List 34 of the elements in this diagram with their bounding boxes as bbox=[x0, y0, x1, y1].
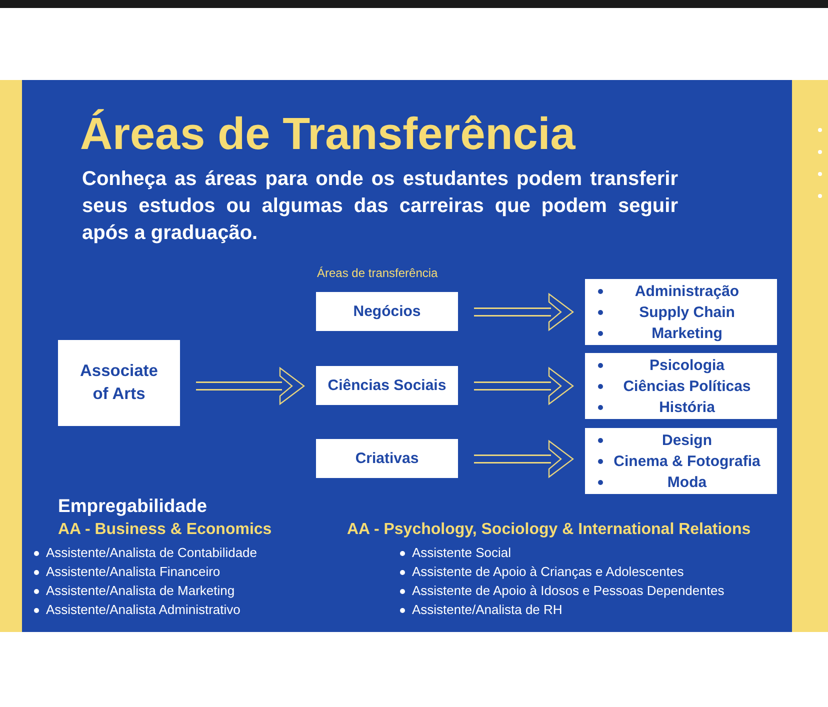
section-heading: Empregabilidade bbox=[58, 495, 208, 517]
list-item: Moda bbox=[666, 474, 708, 490]
subtitle: Conheça as áreas para onde os estudantes podem transferir seus estudos ou algumas das carreiras que podem seguir após a graduação. bbox=[82, 167, 678, 246]
process-box bbox=[316, 366, 458, 405]
node-label: Associate of Arts bbox=[79, 361, 159, 405]
list-item: Cinema & Fotografia bbox=[612, 452, 762, 470]
list-item: Assistente Social bbox=[412, 545, 511, 560]
list-item: Psicologia bbox=[648, 356, 726, 374]
process-box bbox=[316, 292, 458, 331]
column-heading: AA - Business & Economics bbox=[58, 521, 272, 539]
list-item: Assistente/Analista Financeiro bbox=[46, 564, 220, 579]
list-item: Ciências Políticas bbox=[622, 378, 752, 394]
node-label: Negócios bbox=[353, 303, 421, 320]
list-box bbox=[585, 279, 777, 345]
list-item: Supply Chain bbox=[638, 304, 736, 320]
list-item: Marketing bbox=[650, 324, 724, 342]
node-label: Ciências Sociais bbox=[328, 377, 446, 394]
list-item: Design bbox=[660, 432, 713, 448]
list-item: Assistente de Apoio à Idosos e Pessoas Dependentes bbox=[412, 583, 724, 598]
title: Áreas de Transferência bbox=[80, 108, 576, 160]
list-item: Assistente de Apoio à Crianças e Adolescentes bbox=[412, 564, 684, 579]
process-box bbox=[316, 439, 458, 478]
list-item: História bbox=[658, 398, 716, 416]
node-label: Criativas bbox=[355, 450, 419, 467]
list-item: Assistente/Analista de Contabilidade bbox=[46, 545, 258, 560]
list-item: Administração bbox=[634, 282, 740, 300]
list-box bbox=[585, 353, 777, 419]
list-item: Assistente/Analista de RH bbox=[412, 602, 562, 617]
list-item: Assistente/Analista Administrativo bbox=[46, 602, 240, 617]
list-item: Assistente/Analista de Marketing bbox=[46, 583, 235, 598]
column-heading: AA - Psychology, Sociology & International Relations bbox=[347, 521, 751, 539]
list-box bbox=[585, 428, 777, 494]
column-heading: Áreas de transferência bbox=[317, 266, 438, 280]
process-box bbox=[58, 340, 180, 426]
